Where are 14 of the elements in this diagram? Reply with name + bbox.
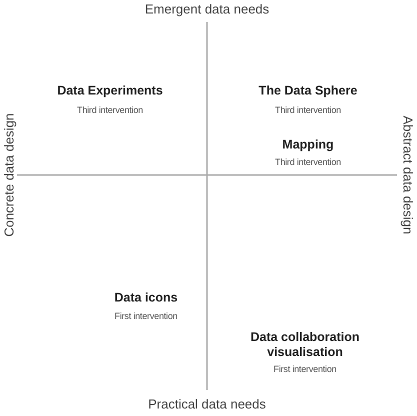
- axis-label: Emergent data needs: [144, 2, 270, 16]
- item-title: Mapping: [282, 138, 334, 152]
- item-title: Data collaboration visualisation: [249, 330, 361, 360]
- item-title: Data icons: [114, 290, 178, 306]
- intervention-label: Third intervention: [77, 105, 143, 115]
- axis-label: Concrete data design: [2, 113, 16, 237]
- axis-label: Practical data needs: [148, 396, 266, 412]
- intervention-label: First intervention: [114, 311, 178, 321]
- item-title: Data Experiments: [57, 84, 163, 98]
- intervention-label: First intervention: [274, 364, 336, 374]
- axis-label: Abstract data design: [400, 116, 416, 234]
- intervention-label: Third intervention: [275, 157, 341, 167]
- item-title: The Data Sphere: [258, 84, 358, 98]
- intervention-label: Third intervention: [275, 105, 341, 115]
